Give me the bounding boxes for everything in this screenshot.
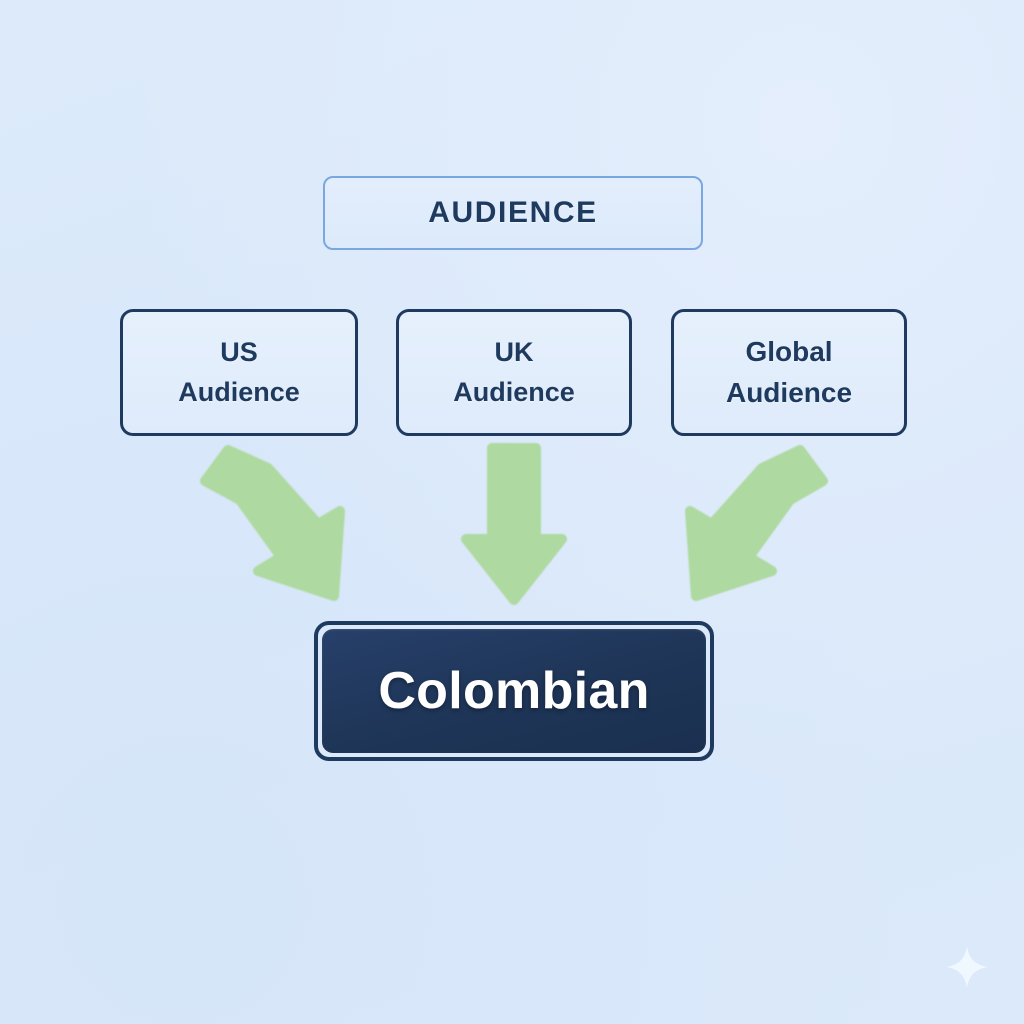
result-node-inner-panel: Colombian (322, 629, 706, 753)
result-node-label: Colombian (378, 662, 650, 720)
source-node-uk-line1: UK (494, 337, 534, 368)
source-node-us-line2: Audience (178, 376, 300, 407)
source-node-us-line1: US (220, 337, 258, 368)
result-node-colombian[interactable]: Colombian (314, 621, 714, 761)
source-node-uk-line2: Audience (453, 376, 575, 407)
arrow-left-icon (200, 445, 345, 601)
audience-header-label: AUDIENCE (428, 196, 598, 229)
source-node-global-audience[interactable]: Global Audience (671, 309, 907, 436)
source-node-us-audience[interactable]: US Audience (120, 309, 358, 436)
source-node-global-line1: Global (745, 335, 833, 367)
source-node-global-line2: Audience (725, 376, 853, 408)
arrow-right-icon (685, 445, 828, 601)
sparkle-icon (945, 945, 989, 989)
audience-header-node[interactable]: AUDIENCE (323, 176, 703, 250)
arrow-middle-icon (461, 443, 567, 605)
source-node-uk-audience[interactable]: UK Audience (396, 309, 632, 436)
